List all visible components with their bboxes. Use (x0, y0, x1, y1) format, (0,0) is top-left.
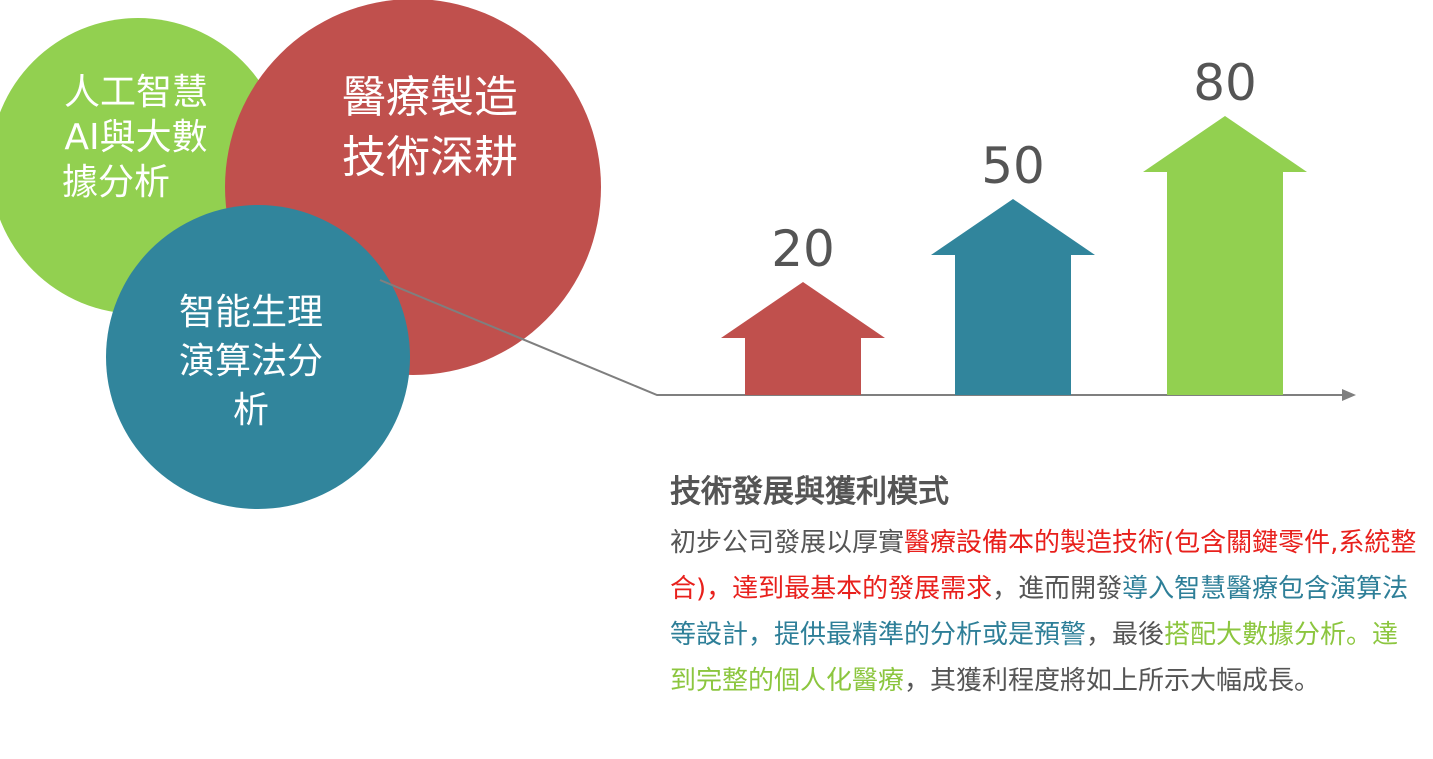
arrow-value-label-3: 80 (1193, 54, 1257, 112)
circle-red-line-1: 醫療製造 (342, 72, 518, 123)
description-block: 技術發展與獲利模式 初步公司發展以厚實醫療設備本的製造技術(包含關鍵零件,系統整… (670, 470, 1420, 704)
circle-smart-physiology (106, 205, 410, 509)
description-segment-3: ，進而開發 (992, 574, 1123, 604)
arrow-value-label-2: 50 (981, 137, 1045, 195)
arrow-value-label-1: 20 (771, 220, 835, 278)
circle-green-line-3: 據分析 (62, 162, 170, 203)
growth-arrow-1 (721, 282, 885, 395)
circle-red-line-2: 技術深耕 (342, 132, 518, 183)
description-body: 初步公司發展以厚實醫療設備本的製造技術(包含關鍵零件,系統整合)，達到最基本的發… (670, 520, 1420, 704)
description-segment-5: ，最後 (1086, 620, 1165, 650)
circle-green-line-2: AI與大數 (64, 117, 207, 158)
circle-blue-line-2: 演算法分 (179, 341, 323, 382)
connector-line (379, 279, 1345, 396)
axis-arrowhead (1342, 389, 1356, 401)
growth-arrow-2 (931, 199, 1095, 395)
growth-arrow-3 (1143, 116, 1307, 395)
description-segment-2: 醫療設備本的製造技術(包含關鍵零件,系統整合)，達到最基本的發展需求 (670, 528, 1417, 604)
circle-green-line-1: 人工智慧 (64, 72, 208, 113)
circle-blue-line-3: 析 (233, 390, 269, 431)
description-segment-6: 搭配大數據分析。達到完整的個人化醫療 (670, 620, 1399, 696)
growth-arrows: 20 50 80 (721, 54, 1307, 395)
circle-blue-line-1: 智能生理 (179, 292, 323, 333)
description-segment-1: 初步公司發展以厚實 (670, 528, 905, 558)
description-segment-4: 導入智慧醫療包含演算法等設計，提供最精準的分析或是預警 (670, 574, 1409, 650)
description-segment-7: ，其獲利程度將如上所示大幅成長。 (904, 666, 1321, 696)
description-title: 技術發展與獲利模式 (670, 474, 949, 510)
